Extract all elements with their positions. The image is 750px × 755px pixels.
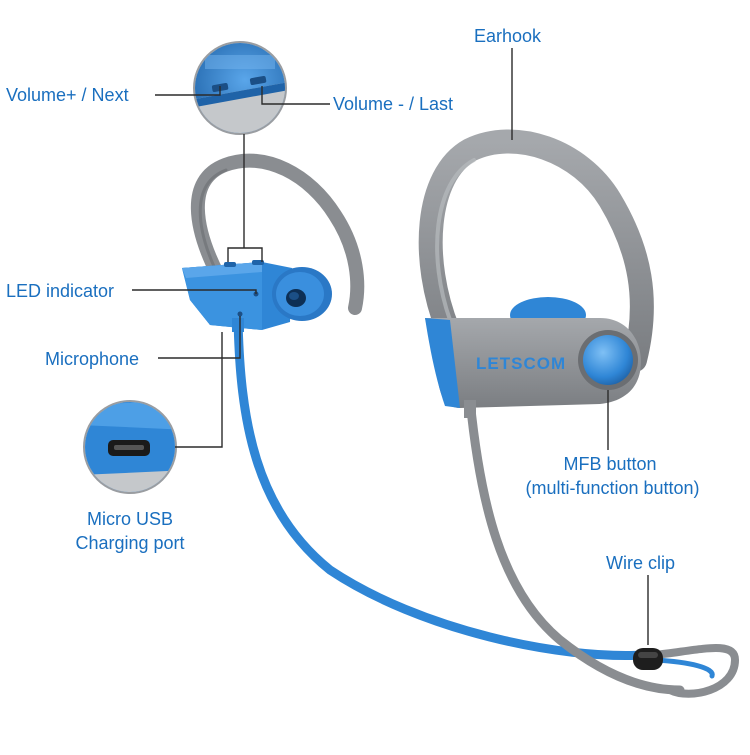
label-wire-clip: Wire clip <box>606 553 676 573</box>
cable-loop <box>651 644 740 698</box>
left-earbud <box>182 153 365 332</box>
cable <box>233 313 740 698</box>
micro-usb-port-zoom <box>83 400 177 494</box>
label-charging-port: Charging port <box>75 533 185 553</box>
leader-microphone <box>158 316 241 359</box>
right-earbud <box>418 129 654 418</box>
label-earhook: Earhook <box>474 26 542 46</box>
volume-buttons-zoom <box>193 41 287 135</box>
leader-lines <box>132 48 649 645</box>
wire-clip <box>633 648 663 670</box>
cable-blue <box>233 313 650 660</box>
cable-gray <box>465 395 685 695</box>
label-mfb-description: (multi-function button) <box>525 478 700 498</box>
brand-logo: LETSCOM <box>476 354 567 373</box>
leader-led <box>132 289 257 294</box>
mfb-button <box>583 335 633 385</box>
leader-usb <box>175 332 223 448</box>
label-mfb-button: MFB button <box>563 454 657 474</box>
label-micro-usb: Micro USB <box>86 509 173 529</box>
leader-volume-down <box>261 86 330 105</box>
label-led-indicator: LED indicator <box>6 281 115 301</box>
label-volume-down: Volume - / Last <box>333 94 454 114</box>
label-volume-up: Volume+ / Next <box>6 85 129 105</box>
label-microphone: Microphone <box>45 349 140 369</box>
leader-volume-up <box>155 86 221 96</box>
